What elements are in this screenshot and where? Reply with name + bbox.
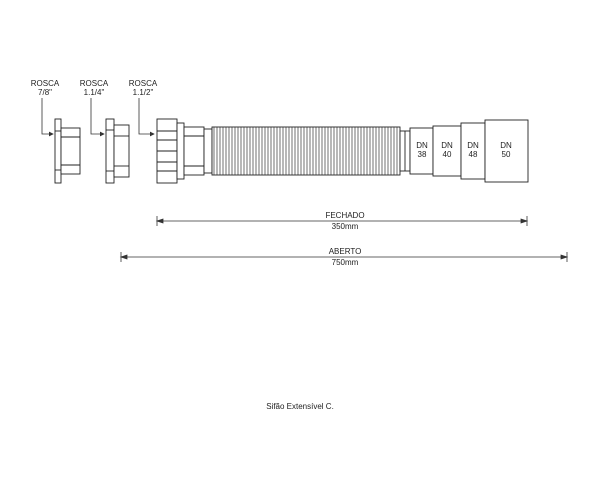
rosca-label-7-8: ROSCA 7/8" xyxy=(31,79,60,137)
dn-48-section: DN 48 xyxy=(460,122,486,180)
adapter-7-8 xyxy=(54,118,81,184)
rosca-label-1-1-2: ROSCA 1.1/2" xyxy=(129,79,158,137)
nut-1-1-2 xyxy=(156,118,213,184)
svg-text:7/8": 7/8" xyxy=(38,88,52,97)
dimension-open xyxy=(119,252,569,262)
dimension-closed-value: 350mm xyxy=(332,222,359,231)
leader-arrow xyxy=(41,98,54,137)
svg-text:ROSCA: ROSCA xyxy=(129,79,158,88)
svg-text:1.1/2": 1.1/2" xyxy=(133,88,154,97)
svg-text:DN: DN xyxy=(467,141,479,150)
dn-40-section: DN 40 xyxy=(432,125,462,177)
drawing-caption: Sifão Extensível C. xyxy=(266,402,334,411)
rosca-label-1-1-4: ROSCA 1.1/4" xyxy=(80,79,109,137)
dimension-closed-label: FECHADO xyxy=(325,211,364,220)
svg-text:DN: DN xyxy=(500,141,512,150)
svg-text:DN: DN xyxy=(416,141,428,150)
hose-end-connector xyxy=(399,130,411,172)
svg-text:DN: DN xyxy=(441,141,453,150)
svg-text:ROSCA: ROSCA xyxy=(31,79,60,88)
dn-38-section: DN 38 xyxy=(409,127,434,175)
svg-text:48: 48 xyxy=(469,150,478,159)
svg-text:ROSCA: ROSCA xyxy=(80,79,109,88)
dimension-closed xyxy=(155,216,529,226)
svg-text:1.1/4": 1.1/4" xyxy=(84,88,105,97)
svg-text:38: 38 xyxy=(418,150,427,159)
dn-50-section: DN 50 xyxy=(484,119,529,183)
leader-arrow xyxy=(138,98,155,137)
dimension-open-label: ABERTO xyxy=(329,247,362,256)
adapter-1-1-4 xyxy=(105,118,130,184)
svg-text:50: 50 xyxy=(502,150,511,159)
leader-arrow xyxy=(90,98,105,137)
corrugated-hose xyxy=(211,126,401,176)
dimension-open-value: 750mm xyxy=(332,258,359,267)
svg-text:40: 40 xyxy=(443,150,452,159)
